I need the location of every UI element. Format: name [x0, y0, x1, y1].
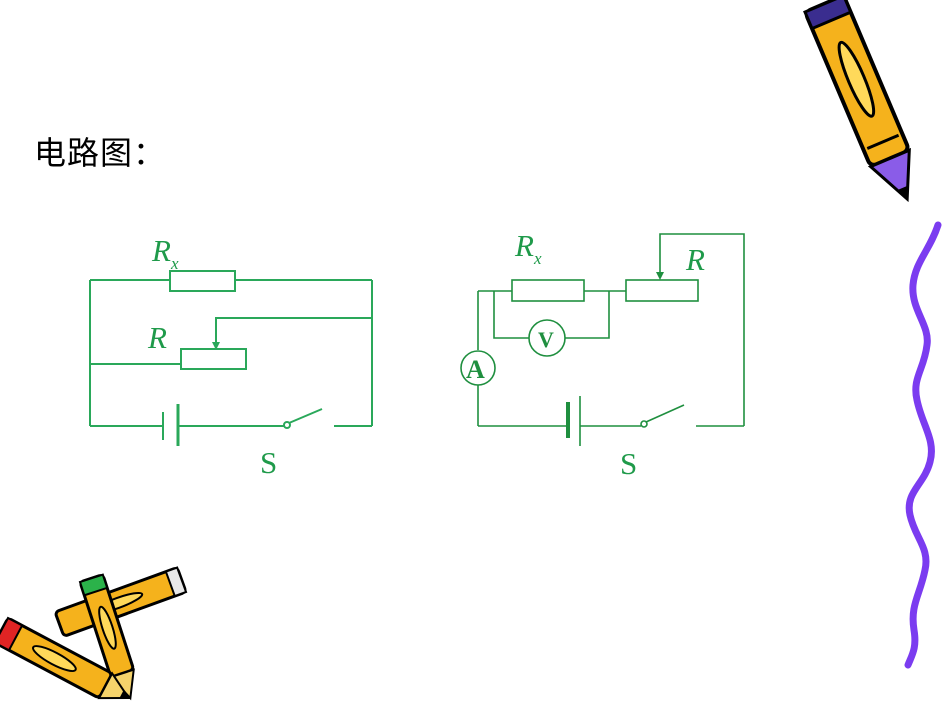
wire [493, 291, 529, 339]
rheostat-r [180, 348, 247, 370]
rheostat-r [625, 279, 699, 302]
squiggle-line [904, 221, 942, 669]
label-r: R [147, 320, 167, 355]
label-r: R [685, 242, 705, 277]
label-rx: Rx [514, 228, 542, 268]
pencil-icon [803, 0, 911, 203]
wire [565, 291, 610, 339]
switch-lever [288, 408, 323, 424]
label-rx: Rx [151, 233, 179, 273]
circuit-left [89, 270, 373, 446]
crossed-pencils-icon [0, 566, 188, 701]
switch-pivot [640, 420, 648, 428]
label-switch: S [260, 445, 277, 480]
circuit-right-labels: Rx R A V S [466, 228, 705, 481]
rheostat-slider [215, 317, 372, 346]
circuit-right [460, 233, 745, 446]
resistor-rx [511, 279, 585, 302]
label-switch: S [620, 446, 637, 481]
rheostat-slider [659, 233, 745, 290]
slider-arrow-icon [212, 342, 220, 350]
page-title: 电路图： [34, 134, 167, 172]
switch-lever [645, 404, 685, 423]
switch-pivot [283, 421, 291, 429]
circuit-left-labels: Rx R S [147, 233, 277, 480]
voltmeter-label: V [538, 327, 554, 352]
voltmeter [528, 319, 566, 357]
resistor-rx [169, 270, 236, 292]
slider-arrow-icon [656, 272, 664, 280]
ammeter-label: A [466, 355, 485, 384]
